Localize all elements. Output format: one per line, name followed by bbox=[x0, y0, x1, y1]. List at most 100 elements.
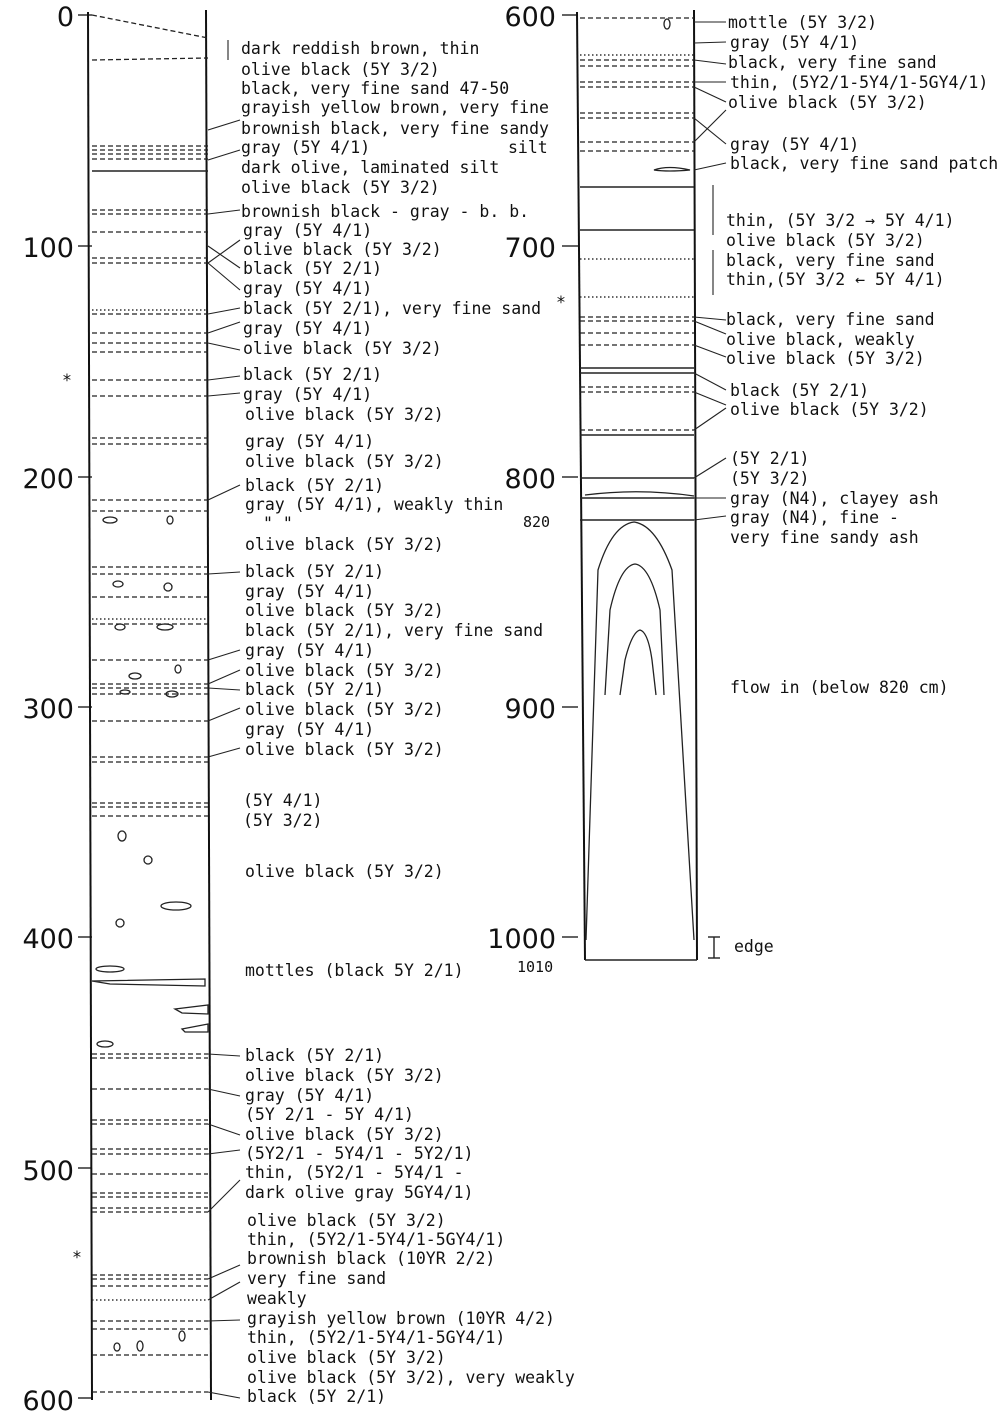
left-layer-description: olive black (5Y 3/2) bbox=[247, 1348, 446, 1367]
left-layer-description: gray (5Y 4/1) bbox=[243, 319, 372, 338]
left-layer-description: grayish yellow brown (10YR 4/2) bbox=[247, 1309, 555, 1328]
left-layer-description: olive black (5Y 3/2) bbox=[241, 60, 440, 79]
left-layer-description: black (5Y 2/1) bbox=[245, 476, 384, 495]
left-layer-description: gray (5Y 4/1), weakly thin bbox=[245, 495, 503, 514]
left-layer-description: black (5Y 2/1) bbox=[243, 259, 382, 278]
left-layer-description: black (5Y 2/1) bbox=[245, 562, 384, 581]
left-layer-description: brownish black, very fine sandy bbox=[241, 119, 549, 138]
left-layer-description: " " bbox=[263, 514, 293, 533]
right-layer-description: olive black, weakly bbox=[726, 330, 915, 349]
right-layer-description: black, very fine sand bbox=[728, 53, 937, 72]
left-layer-description: olive black (5Y 3/2) bbox=[241, 178, 440, 197]
asterisk-marker: * bbox=[556, 293, 566, 312]
left-layer-description: dark reddish brown, thin bbox=[241, 39, 479, 58]
right-layer-description: black, very fine sand bbox=[726, 251, 935, 270]
left-layer-description: silt bbox=[508, 138, 548, 157]
depth-label-300: 300 bbox=[22, 694, 74, 725]
depth-label-500: 500 bbox=[22, 1156, 74, 1187]
depth-label-100: 100 bbox=[22, 233, 74, 264]
left-core-column bbox=[88, 10, 211, 1400]
left-layer-description: gray (5Y 4/1) bbox=[245, 1086, 374, 1105]
left-layer-description: black (5Y 2/1), very fine sand bbox=[245, 621, 543, 640]
left-layer-description: (5Y2/1 - 5Y4/1 - 5Y2/1) bbox=[245, 1144, 473, 1163]
left-layer-description: olive black (5Y 3/2) bbox=[245, 535, 444, 554]
left-layer-description: olive black (5Y 3/2) bbox=[245, 862, 444, 881]
left-layer-description: gray (5Y 4/1) bbox=[241, 138, 370, 157]
right-layer-description: black, very fine sand bbox=[726, 310, 935, 329]
left-layer-description: black (5Y 2/1) bbox=[247, 1387, 386, 1406]
note-1010: 1010 bbox=[517, 958, 553, 976]
left-layer-description: gray (5Y 4/1) bbox=[245, 582, 374, 601]
right-layer-description: thin, (5Y2/1-5Y4/1-5GY4/1) bbox=[730, 73, 988, 92]
left-layer-description: gray (5Y 4/1) bbox=[245, 641, 374, 660]
depth-label-0: 0 bbox=[57, 2, 74, 33]
left-layer-description: black (5Y 2/1) bbox=[245, 1046, 384, 1065]
depth-label-800: 800 bbox=[504, 464, 556, 495]
right-layer-description: edge bbox=[734, 937, 774, 956]
left-layer-description: black, very fine sand 47-50 bbox=[241, 79, 509, 98]
right-layer-description: very fine sandy ash bbox=[730, 528, 919, 547]
depth-label-1000: 1000 bbox=[487, 924, 556, 955]
right-layer-description: gray (5Y 4/1) bbox=[730, 135, 859, 154]
right-layer-description: mottle (5Y 3/2) bbox=[728, 13, 877, 32]
right-layer-description: (5Y 2/1) bbox=[730, 449, 809, 468]
left-layer-description: (5Y 4/1) bbox=[243, 791, 322, 810]
right-core-column bbox=[577, 10, 720, 960]
left-layer-description: olive black (5Y 3/2) bbox=[245, 405, 444, 424]
right-layer-description: thin, (5Y 3/2 → 5Y 4/1) bbox=[726, 211, 954, 230]
depth-label-600-right: 600 bbox=[504, 2, 556, 33]
left-layer-description: olive black (5Y 3/2) bbox=[243, 240, 442, 259]
left-layer-description: gray (5Y 4/1) bbox=[243, 221, 372, 240]
right-layer-description: olive black (5Y 3/2) bbox=[726, 349, 925, 368]
right-layer-description: black, very fine sand patch bbox=[730, 154, 998, 173]
left-layer-description: olive black (5Y 3/2) bbox=[245, 661, 444, 680]
left-layer-description: gray (5Y 4/1) bbox=[243, 279, 372, 298]
asterisk-marker: * bbox=[72, 1248, 82, 1267]
left-layer-description: olive black (5Y 3/2) bbox=[245, 1066, 444, 1085]
left-layer-description: gray (5Y 4/1) bbox=[245, 432, 374, 451]
asterisk-marker: * bbox=[62, 371, 72, 390]
left-layer-description: thin, (5Y2/1 - 5Y4/1 - bbox=[245, 1163, 464, 1182]
left-layer-description: (5Y 2/1 - 5Y 4/1) bbox=[245, 1105, 414, 1124]
left-layer-description: grayish yellow brown, very fine bbox=[241, 98, 549, 117]
left-layer-description: thin, (5Y2/1-5Y4/1-5GY4/1) bbox=[247, 1230, 505, 1249]
depth-label-400: 400 bbox=[22, 924, 74, 955]
depth-label-200: 200 bbox=[22, 464, 74, 495]
left-layer-description: mottles (black 5Y 2/1) bbox=[245, 961, 464, 980]
left-layer-description: olive black (5Y 3/2) bbox=[245, 452, 444, 471]
left-layer-description: brownish black (10YR 2/2) bbox=[247, 1249, 495, 1268]
right-layer-description: (5Y 3/2) bbox=[730, 469, 809, 488]
left-layer-description: olive black (5Y 3/2) bbox=[245, 1125, 444, 1144]
left-layer-description: thin, (5Y2/1-5Y4/1-5GY4/1) bbox=[247, 1328, 505, 1347]
left-layer-description: dark olive gray 5GY4/1) bbox=[245, 1183, 473, 1202]
right-layer-description: flow in (below 820 cm) bbox=[730, 678, 949, 697]
left-layer-description: brownish black - gray - b. b. bbox=[241, 202, 529, 221]
right-descriptions: mottle (5Y 3/2)gray (5Y 4/1)black, very … bbox=[726, 13, 998, 956]
right-layer-description: black (5Y 2/1) bbox=[730, 381, 869, 400]
right-layer-description: gray (N4), clayey ash bbox=[730, 489, 939, 508]
left-layer-description: dark olive, laminated silt bbox=[241, 158, 499, 177]
right-leader-lines bbox=[694, 22, 726, 520]
left-layer-description: olive black (5Y 3/2) bbox=[245, 700, 444, 719]
left-layer-description: olive black (5Y 3/2), very weakly bbox=[247, 1368, 575, 1387]
left-layer-description: black (5Y 2/1), very fine sand bbox=[243, 299, 541, 318]
left-layer-description: weakly bbox=[247, 1289, 307, 1308]
right-layer-description: thin,(5Y 3/2 ← 5Y 4/1) bbox=[726, 270, 945, 289]
depth-label-900: 900 bbox=[504, 694, 556, 725]
left-layer-description: gray (5Y 4/1) bbox=[243, 385, 372, 404]
left-layer-description: very fine sand bbox=[247, 1269, 386, 1288]
left-layer-description: black (5Y 2/1) bbox=[243, 365, 382, 384]
left-layer-description: black (5Y 2/1) bbox=[245, 680, 384, 699]
left-layer-description: olive black (5Y 3/2) bbox=[245, 740, 444, 759]
note-820: 820 bbox=[523, 513, 550, 531]
right-layer-description: gray (N4), fine - bbox=[730, 508, 899, 527]
right-layer-description: gray (5Y 4/1) bbox=[730, 33, 859, 52]
right-layer-description: olive black (5Y 3/2) bbox=[730, 400, 929, 419]
left-layer-description: (5Y 3/2) bbox=[243, 811, 322, 830]
left-layer-description: olive black (5Y 3/2) bbox=[247, 1211, 446, 1230]
depth-label-600-left: 600 bbox=[22, 1386, 74, 1411]
left-layer-description: olive black (5Y 3/2) bbox=[243, 339, 442, 358]
right-layer-description: olive black (5Y 3/2) bbox=[726, 231, 925, 250]
left-layer-description: olive black (5Y 3/2) bbox=[245, 601, 444, 620]
